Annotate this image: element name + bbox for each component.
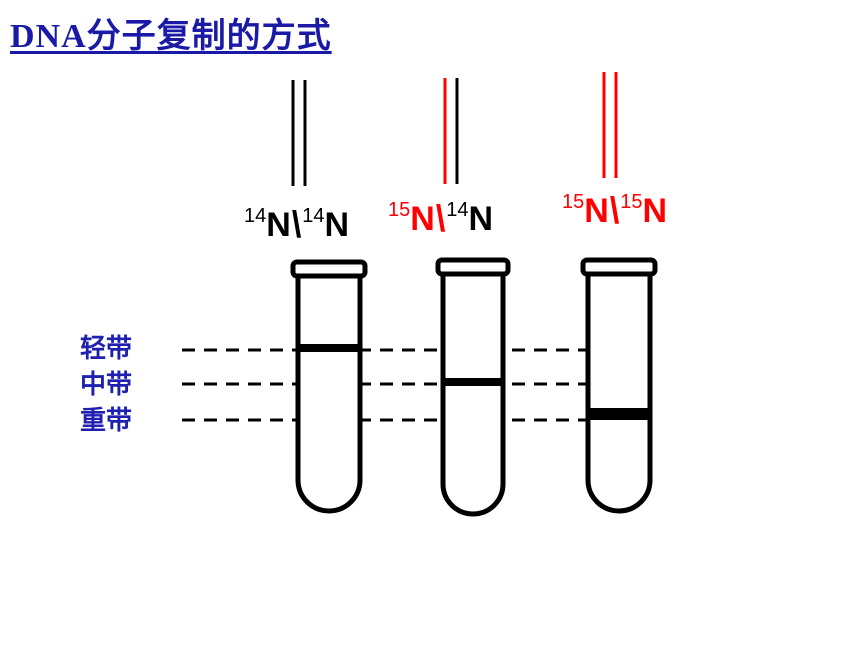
- band-label-light: 轻带: [80, 334, 133, 364]
- test-tube-light: [290, 259, 368, 514]
- page-title: DNA分子复制的方式: [10, 18, 332, 55]
- dna-band-light: [298, 344, 360, 352]
- dna-strands-hybrid: [443, 78, 459, 184]
- band-label-medium: 中带: [80, 370, 133, 400]
- test-tube-heavy: [580, 257, 658, 514]
- reference-lines: [182, 348, 652, 422]
- test-tube-hybrid: [435, 257, 511, 517]
- band-label-heavy: 重带: [80, 406, 133, 436]
- dna-band-heavy: [588, 408, 650, 420]
- isotope-label-hybrid: 15N\14N: [388, 198, 494, 240]
- dna-band-medium: [443, 378, 503, 386]
- isotope-label-heavy: 15N\15N: [562, 190, 668, 232]
- dna-strands-light: [291, 80, 307, 186]
- isotope-label-light: 14N\14N: [244, 204, 350, 246]
- dna-strands-heavy: [602, 72, 618, 178]
